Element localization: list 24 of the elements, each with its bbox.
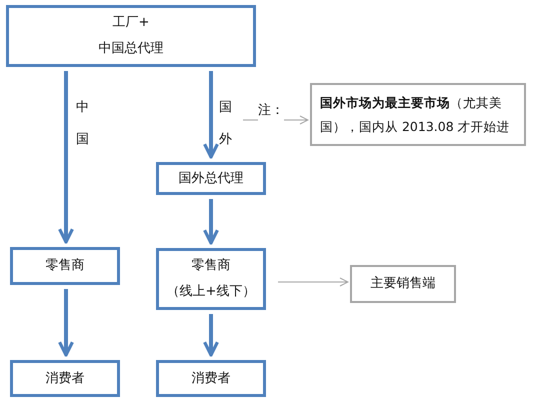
text-box	[156, 248, 266, 310]
note-box	[310, 83, 526, 146]
box-label: （线上+线下）	[166, 283, 256, 301]
box-label: 零售商	[46, 257, 84, 275]
process-box	[350, 265, 456, 303]
process-box	[10, 360, 120, 397]
process-box	[156, 162, 266, 195]
box-label: 零售商	[192, 257, 230, 275]
box-label: 工厂+	[112, 14, 150, 32]
process-box	[10, 247, 120, 285]
process-box	[156, 360, 266, 397]
box-label: 主要销售端	[370, 275, 436, 293]
text-box	[6, 5, 256, 67]
box-label: 国外总代理	[178, 170, 244, 188]
note-text: 国外市场为最主要市场（尤其美国），国内从 2013.08 才开始进	[320, 94, 511, 136]
box-label: 中国总代理	[98, 40, 164, 58]
arrow	[58, 289, 74, 357]
arrow	[203, 314, 219, 357]
arrow	[203, 71, 219, 159]
box-label: 消费者	[46, 370, 84, 388]
box-label: 消费者	[192, 370, 230, 388]
arrow	[278, 278, 348, 286]
arrow	[203, 199, 219, 245]
arrow	[58, 71, 74, 244]
